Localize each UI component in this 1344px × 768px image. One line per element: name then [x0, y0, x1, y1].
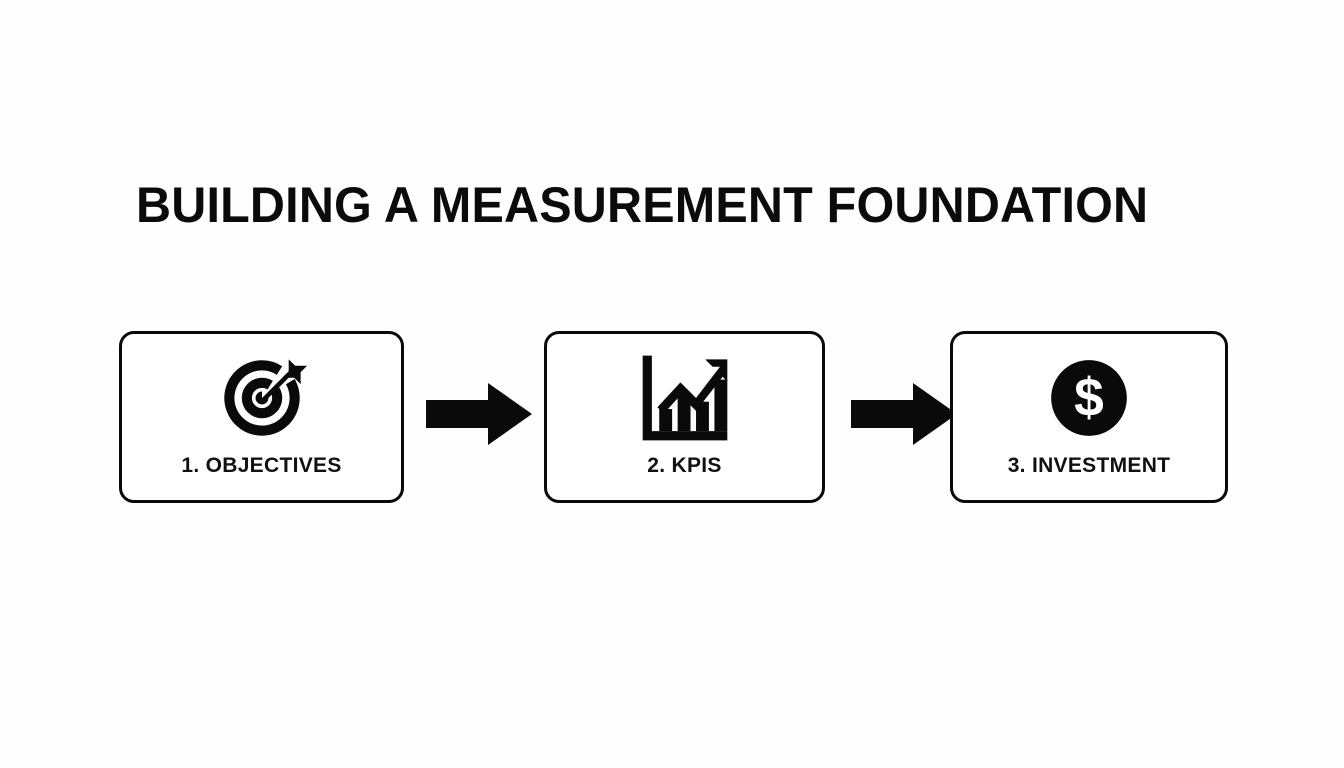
- dollar-coin-icon: $: [953, 350, 1225, 446]
- process-flow-diagram: 1. OBJECTIVES: [0, 331, 1344, 507]
- step-card-objectives[interactable]: 1. OBJECTIVES: [119, 331, 404, 503]
- target-bullseye-arrow-icon: [122, 350, 401, 446]
- page-title: BUILDING A MEASUREMENT FOUNDATION: [136, 177, 1149, 233]
- step-card-investment[interactable]: $ 3. INVESTMENT: [950, 331, 1228, 503]
- step-card-label: 2. KPIS: [647, 454, 722, 477]
- svg-text:$: $: [1074, 369, 1104, 428]
- arrow-right-icon: [426, 382, 532, 446]
- step-card-label: 1. OBJECTIVES: [181, 454, 342, 477]
- step-card-label: 3. INVESTMENT: [1007, 454, 1171, 477]
- arrow-right-icon: [851, 382, 957, 446]
- bar-chart-growth-arrow-icon: [547, 350, 822, 446]
- step-card-kpis[interactable]: 2. KPIS: [544, 331, 825, 503]
